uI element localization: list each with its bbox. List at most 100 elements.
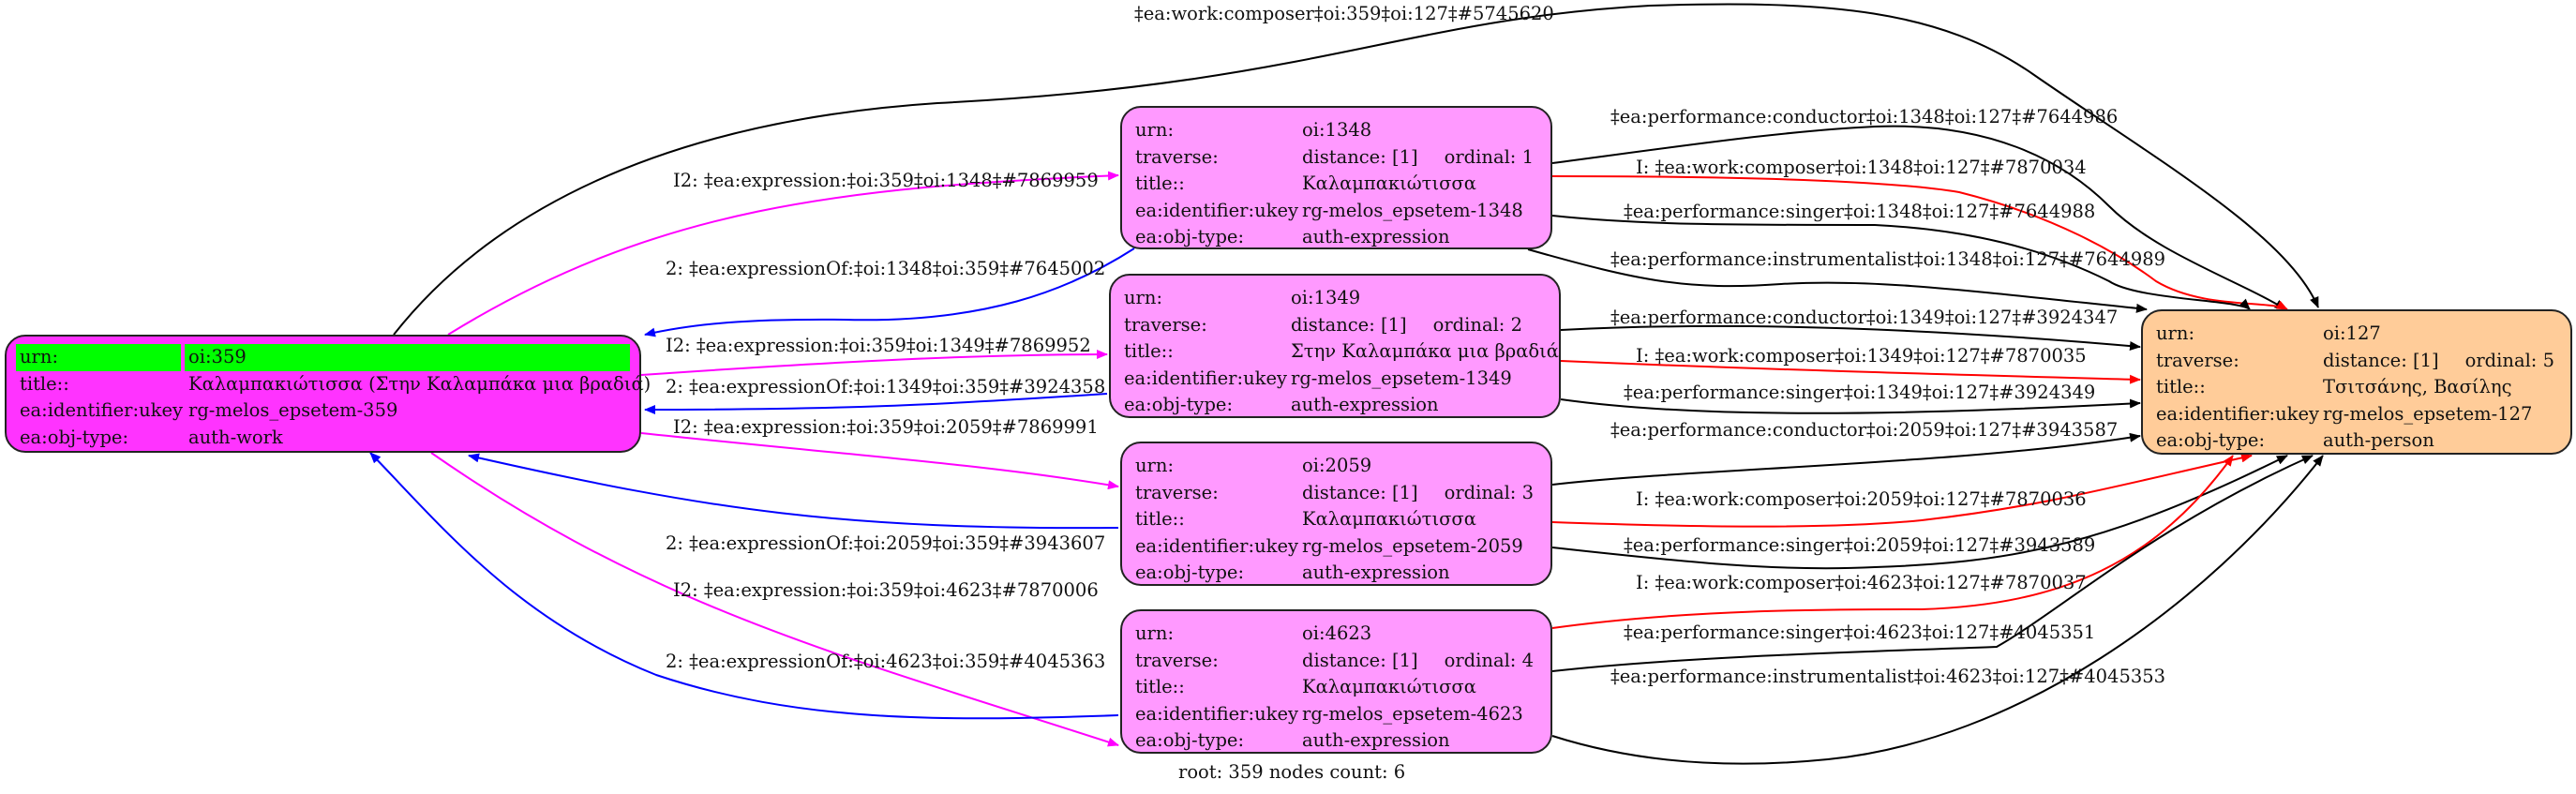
- ordinal-value: ordinal: 2: [1432, 313, 1522, 336]
- field-value: oi:1348: [1302, 119, 1372, 141]
- edge-expression: [447, 171, 1119, 336]
- field-value: rg-melos_epsetem-2059: [1302, 534, 1523, 557]
- edge-label: 2: ‡ea:expressionOf:‡oi:1348‡oi:359‡#764…: [666, 258, 1105, 279]
- field-value: auth-person: [2323, 429, 2434, 451]
- node-row-traverse: traverse:distance: [1]ordinal: 4: [1135, 648, 1550, 675]
- field-key: urn:: [1135, 622, 1175, 644]
- edge-composer-inferred: [1551, 453, 2253, 528]
- edge-composer-inferred: [1551, 175, 2288, 310]
- field-value: auth-work: [188, 426, 283, 448]
- field-value: auth-expression: [1302, 226, 1450, 247]
- node-row-type: ea:obj-type:auth-expression: [1124, 392, 1559, 419]
- field-key: urn:: [1135, 119, 1175, 141]
- field-key: ea:identifier:ukey: [1135, 199, 1298, 221]
- edge-label: ‡ea:performance:instrumentalist‡oi:4623‡…: [1610, 666, 2165, 687]
- edge-default: [1551, 455, 2324, 765]
- node-work-359[interactable]: urn: oi:359 title:: Καλαμπακιώτισσα (Στη…: [5, 335, 651, 453]
- edge-default: [1551, 432, 2141, 486]
- node-expression-4623[interactable]: urn:oi:4623 traverse:distance: [1]ordina…: [1120, 609, 1552, 754]
- field-key: urn:: [2156, 322, 2195, 344]
- node-row-traverse: traverse: distance: [1] ordinal: 5: [2156, 348, 2570, 375]
- field-key: ea:obj-type:: [1124, 394, 1234, 415]
- field-key: title::: [1135, 172, 1185, 194]
- node-row-type: ea:obj-type:auth-expression: [1135, 224, 1550, 251]
- edge-expression-of: [468, 453, 1119, 530]
- field-key: traverse:: [1124, 313, 1207, 336]
- field-key: urn:: [16, 344, 181, 371]
- edge-default: [1551, 125, 2286, 310]
- edge-label: ‡ea:performance:conductor‡oi:1349‡oi:127…: [1610, 307, 2118, 328]
- field-value: rg-melos_epsetem-1349: [1291, 367, 1512, 389]
- node-expression-1349[interactable]: urn:oi:1349 traverse: distance: [1] ordina…: [1109, 274, 1561, 418]
- field-value: oi:2059: [1302, 455, 1372, 476]
- node-row-traverse: traverse:distance: [1]ordinal: 1: [1135, 144, 1550, 172]
- edge-label: 2: ‡ea:expressionOf:‡oi:2059‡oi:359‡#394…: [666, 532, 1105, 554]
- field-value: Τσιτσάνης, Βασίλης: [2323, 376, 2512, 397]
- edge-label: ‡ea:performance:conductor‡oi:2059‡oi:127…: [1610, 419, 2118, 441]
- field-key: traverse:: [2156, 349, 2239, 371]
- distance-value: distance: [1]: [2323, 349, 2439, 371]
- field-value: Στην Καλαμπάκα μια βραδιά: [1291, 340, 1559, 362]
- node-row-type: ea:obj-type:auth-expression: [1135, 560, 1550, 587]
- node-row-title: title::Στην Καλαμπάκα μια βραδιά: [1124, 338, 1559, 366]
- node-row-urn: urn:oi:1349: [1124, 285, 1559, 312]
- node-row-ukey: ea:identifier:ukey rg-melos_epsetem-359: [16, 397, 630, 425]
- ordinal-value: ordinal: 4: [1444, 649, 1534, 671]
- field-value: oi:1349: [1291, 287, 1361, 308]
- distance-value: distance: [1]: [1302, 649, 1418, 671]
- edge-label: ‡ea:performance:singer‡oi:4623‡oi:127‡#4…: [1624, 622, 2095, 643]
- field-key: ea:identifier:ukey: [1135, 702, 1298, 725]
- field-key: ea:identifier:ukey: [2156, 402, 2319, 425]
- edge-label: ‡ea:work:composer‡oi:359‡oi:127‡#5745620: [1134, 3, 1554, 24]
- ordinal-value: ordinal: 1: [1444, 145, 1534, 168]
- edge-expression: [430, 452, 1119, 747]
- node-person-127[interactable]: urn:oi:127 traverse: distance: [1] ordinal…: [2141, 309, 2572, 455]
- field-value: Καλαμπακιώτισσα: [1302, 508, 1476, 530]
- edge-composer-inferred: [1551, 455, 2234, 629]
- field-value: distance: [1] ordinal: 2: [1291, 312, 1522, 339]
- edge-label: ‡ea:performance:conductor‡oi:1348‡oi:127…: [1610, 106, 2118, 127]
- node-row-type: ea:obj-type: auth-expression: [1135, 727, 1550, 755]
- field-value: rg-melos_epsetem-4623: [1302, 702, 1523, 725]
- field-key: ea:identifier:ukey: [1124, 367, 1287, 389]
- node-row-type: ea:obj-type:auth-person: [2156, 427, 2570, 455]
- field-key: traverse:: [1135, 145, 1219, 168]
- edge-default: [1551, 455, 2314, 672]
- node-row-urn: urn:oi:127: [2156, 321, 2570, 348]
- edge-label: ‡ea:performance:singer‡oi:2059‡oi:127‡#3…: [1624, 534, 2095, 556]
- distance-value: distance: [1]: [1291, 313, 1407, 336]
- node-row-title: title:: Καλαμπακιώτισσα (Στην Καλαμπάκα …: [16, 371, 651, 398]
- edge-default: [393, 3, 2319, 336]
- ordinal-value: ordinal: 5: [2464, 349, 2554, 371]
- node-expression-2059[interactable]: urn:oi:2059 traverse:distance: [1]ordina…: [1120, 442, 1552, 586]
- node-row-type: ea:obj-type: auth-work: [16, 425, 630, 452]
- node-row-urn: urn: oi:359: [16, 344, 630, 371]
- edge-expression: [640, 432, 1119, 490]
- ordinal-value: ordinal: 3: [1444, 481, 1534, 503]
- node-row-urn: urn: oi:1348: [1135, 117, 1550, 144]
- field-key: ea:obj-type:: [1135, 729, 1245, 751]
- edge-expression: [640, 350, 1108, 376]
- field-value: Καλαμπακιώτισσα (Στην Καλαμπάκα μια βραδ…: [188, 372, 651, 395]
- field-value: rg-melos_epsetem-1348: [1302, 199, 1523, 221]
- edge-label: ‡ea:performance:instrumentalist‡oi:1348‡…: [1610, 248, 2165, 270]
- edge-label: 2: ‡ea:expressionOf:‡oi:4623‡oi:359‡#404…: [666, 651, 1105, 672]
- edge-default: [1551, 215, 2251, 310]
- node-expression-1348[interactable]: urn: oi:1348 traverse:distance: [1]ordina…: [1120, 106, 1552, 249]
- edge-label: I: ‡ea:work:composer‡oi:2059‡oi:127‡#787…: [1636, 488, 2087, 510]
- edge-default: [1560, 398, 2141, 414]
- edge-expression-of: [644, 247, 1135, 337]
- edge-default: [1560, 325, 2141, 352]
- field-key: title::: [1135, 676, 1185, 697]
- field-value: oi:359: [185, 344, 630, 371]
- field-value: distance: [1]ordinal: 3: [1302, 480, 1534, 507]
- node-row-urn: urn:oi:4623: [1135, 621, 1550, 648]
- field-value: auth-expression: [1302, 562, 1450, 583]
- field-value: auth-expression: [1302, 729, 1450, 751]
- edge-expression-of: [644, 393, 1108, 414]
- edge-label: I2: ‡ea:expression:‡oi:359‡oi:2059‡#7869…: [673, 416, 1099, 438]
